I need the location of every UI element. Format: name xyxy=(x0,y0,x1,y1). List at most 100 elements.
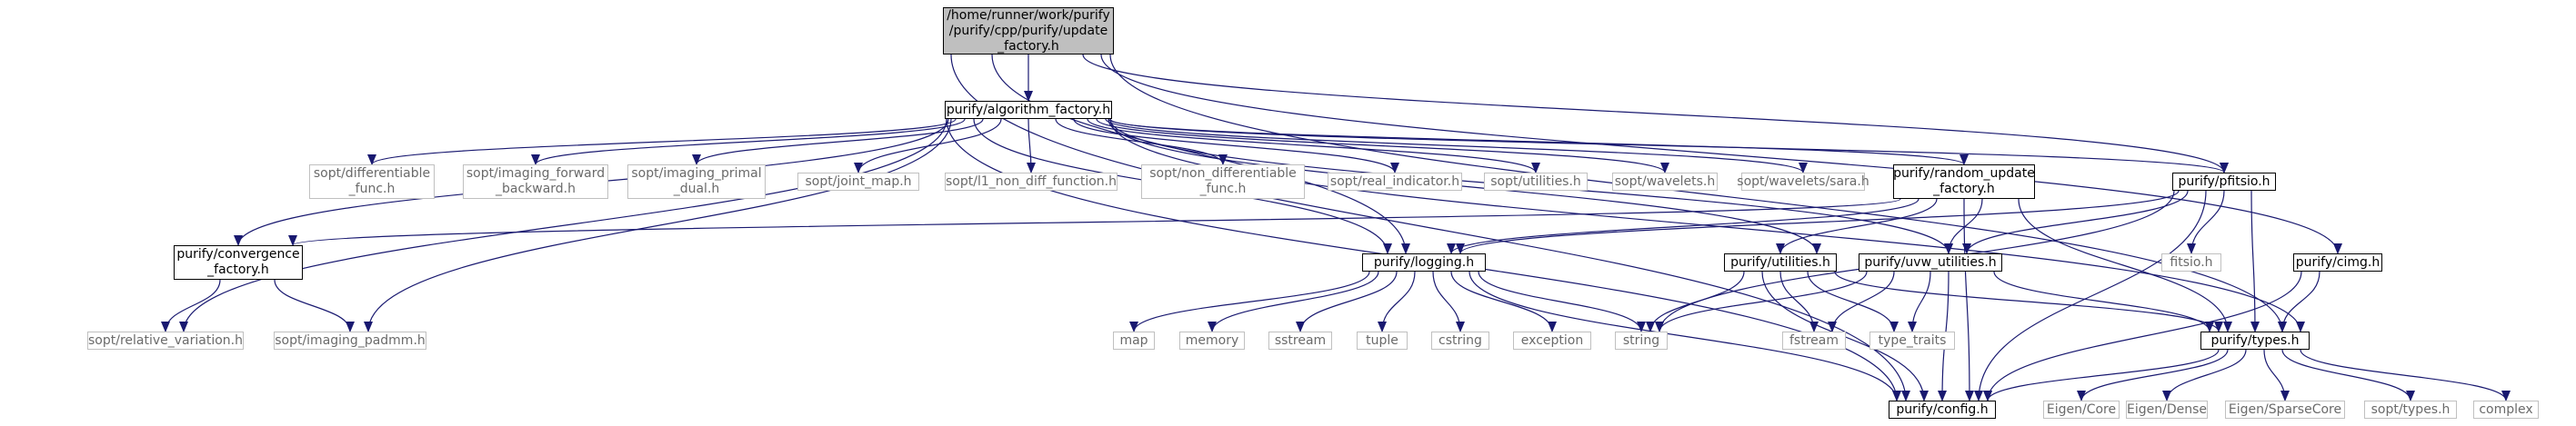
include-edge xyxy=(2278,271,2320,332)
node-sopt-imaging-primal-dual: sopt/imaging_primal _dual.h xyxy=(627,164,766,199)
node-purify-config[interactable]: purify/config.h xyxy=(1889,401,1996,419)
include-edge xyxy=(1096,118,1669,173)
include-edge xyxy=(161,279,221,332)
node-label-line: purify/convergence xyxy=(176,247,300,262)
node-label-line: tuple xyxy=(1366,332,1398,348)
node-sopt-utilities: sopt/utilities.h xyxy=(1484,173,1588,191)
include-edge xyxy=(1087,118,1540,173)
include-edge xyxy=(364,118,952,332)
node-sopt-joint-map: sopt/joint_map.h xyxy=(797,173,919,191)
node-label-line: exception xyxy=(1520,332,1584,348)
include-edge xyxy=(1834,271,2223,332)
node-label-line: Eigen/SparseCore xyxy=(2228,401,2342,417)
node-eigen-core: Eigen/Core xyxy=(2043,401,2120,419)
node-uvw-utilities[interactable]: purify/uvw_utilities.h xyxy=(1859,253,2002,272)
include-edge xyxy=(1208,271,1379,332)
node-fstream: fstream xyxy=(1782,332,1846,350)
node-label-line: memory xyxy=(1185,332,1239,348)
node-label-line: purify/utilities.h xyxy=(1730,254,1830,270)
include-edge xyxy=(1100,54,2342,254)
node-label-line: purify/pfitsio.h xyxy=(2178,173,2270,189)
include-edge xyxy=(2300,349,2511,401)
node-label-line: purify/algorithm_factory.h xyxy=(946,102,1111,117)
include-edge xyxy=(1944,198,1983,254)
node-label-line: _func.h xyxy=(348,182,396,196)
node-label-line: cstring xyxy=(1438,332,1482,348)
node-sstream: sstream xyxy=(1268,332,1332,350)
node-label-line: sopt/types.h xyxy=(2371,401,2451,417)
include-edge xyxy=(1974,190,2207,401)
node-sopt-l1-non-diff-function: sopt/l1_non_diff_function.h xyxy=(945,173,1118,191)
node-logging[interactable]: purify/logging.h xyxy=(1362,253,1486,272)
include-edge xyxy=(692,118,984,165)
node-memory: memory xyxy=(1179,332,1245,350)
node-label-line: sopt/imaging_primal xyxy=(631,166,762,181)
node-label-line: Eigen/Core xyxy=(2046,401,2117,417)
include-edge xyxy=(2162,349,2247,401)
include-edge xyxy=(1447,198,1919,254)
include-edge xyxy=(1108,118,1969,165)
node-label-line: fstream xyxy=(1789,332,1839,348)
node-label-line: sopt/joint_map.h xyxy=(805,173,912,189)
node-label-line: map xyxy=(1119,332,1148,348)
node-label-line: sopt/l1_non_diff_function.h xyxy=(946,173,1117,189)
include-edge xyxy=(2018,198,2232,332)
include-edge xyxy=(1109,118,2229,173)
node-label-line: sopt/differentiable xyxy=(313,166,431,181)
include-edge xyxy=(991,54,1410,254)
node-label-line: purify/config.h xyxy=(1896,401,1989,417)
node-purify-types[interactable]: purify/types.h xyxy=(2200,332,2310,350)
node-sopt-wavelets: sopt/wavelets.h xyxy=(1612,173,1718,191)
include-edge xyxy=(1776,198,1938,254)
include-edge xyxy=(1807,271,1899,332)
node-tuple: tuple xyxy=(1357,332,1408,350)
node-sopt-relative-variation: sopt/relative_variation.h xyxy=(87,332,244,350)
include-edge xyxy=(1026,118,1036,173)
node-label-line: sopt/non_differentiable xyxy=(1149,166,1297,181)
include-edge xyxy=(1646,271,1745,332)
node-label-line: complex xyxy=(2479,401,2533,417)
node-label-line: /purify/cpp/purify/update xyxy=(948,23,1108,38)
include-edge xyxy=(1962,190,2189,254)
node-sopt-non-differentiable-func: sopt/non_differentiable _func.h xyxy=(1141,164,1305,199)
node-pfitsio[interactable]: purify/pfitsio.h xyxy=(2172,173,2276,191)
include-edge xyxy=(531,118,966,165)
include-edge xyxy=(854,118,1002,173)
node-label-line: _factory.h xyxy=(1933,182,1995,196)
node-label-line: sopt/utilities.h xyxy=(1490,173,1581,189)
node-label-line: sopt/wavelets.h xyxy=(1614,173,1716,189)
node-purify-utilities[interactable]: purify/utilities.h xyxy=(1724,253,1837,272)
root-file-node: /home/runner/work/purify /purify/cpp/pur… xyxy=(943,7,1114,54)
include-edge xyxy=(367,118,957,165)
node-label-line: sopt/relative_variation.h xyxy=(88,332,243,348)
include-edge xyxy=(1073,118,1399,173)
node-sopt-wavelets-sara: sopt/wavelets/sara.h xyxy=(1737,173,1869,191)
include-edge xyxy=(1105,118,1808,173)
node-sopt-real-indicator: sopt/real_indicator.h xyxy=(1328,173,1462,191)
node-label-line: _backward.h xyxy=(495,182,576,196)
include-edge xyxy=(274,279,355,332)
node-eigen-sparsecore: Eigen/SparseCore xyxy=(2225,401,2345,419)
include-edge xyxy=(1655,271,1868,332)
include-edge xyxy=(2263,349,2290,401)
node-random-update-factory[interactable]: purify/random_update _factory.h xyxy=(1893,164,2035,199)
node-convergence-factory[interactable]: purify/convergence _factory.h xyxy=(174,245,303,280)
node-label-line: purify/cimg.h xyxy=(2295,254,2381,270)
node-label-line: sopt/real_indicator.h xyxy=(1329,173,1460,189)
node-label-line: purify/logging.h xyxy=(1373,254,1475,270)
node-string: string xyxy=(1615,332,1668,350)
node-label-line: _factory.h xyxy=(997,38,1059,54)
node-label-line: sopt/imaging_padmm.h xyxy=(275,332,426,348)
node-complex: complex xyxy=(2473,401,2539,419)
include-edge xyxy=(1828,271,1895,332)
node-eigen-dense: Eigen/Dense xyxy=(2126,401,2208,419)
include-edge xyxy=(1109,54,2287,332)
node-algorithm-factory[interactable]: purify/algorithm_factory.h xyxy=(945,101,1112,119)
node-label-line: Eigen/Dense xyxy=(2127,401,2207,417)
include-edge xyxy=(2281,349,2415,401)
include-edge xyxy=(1993,271,2214,332)
node-label-line: sopt/imaging_forward xyxy=(466,166,606,181)
node-label-line: string xyxy=(1622,332,1660,348)
node-cimg[interactable]: purify/cimg.h xyxy=(2293,253,2382,272)
